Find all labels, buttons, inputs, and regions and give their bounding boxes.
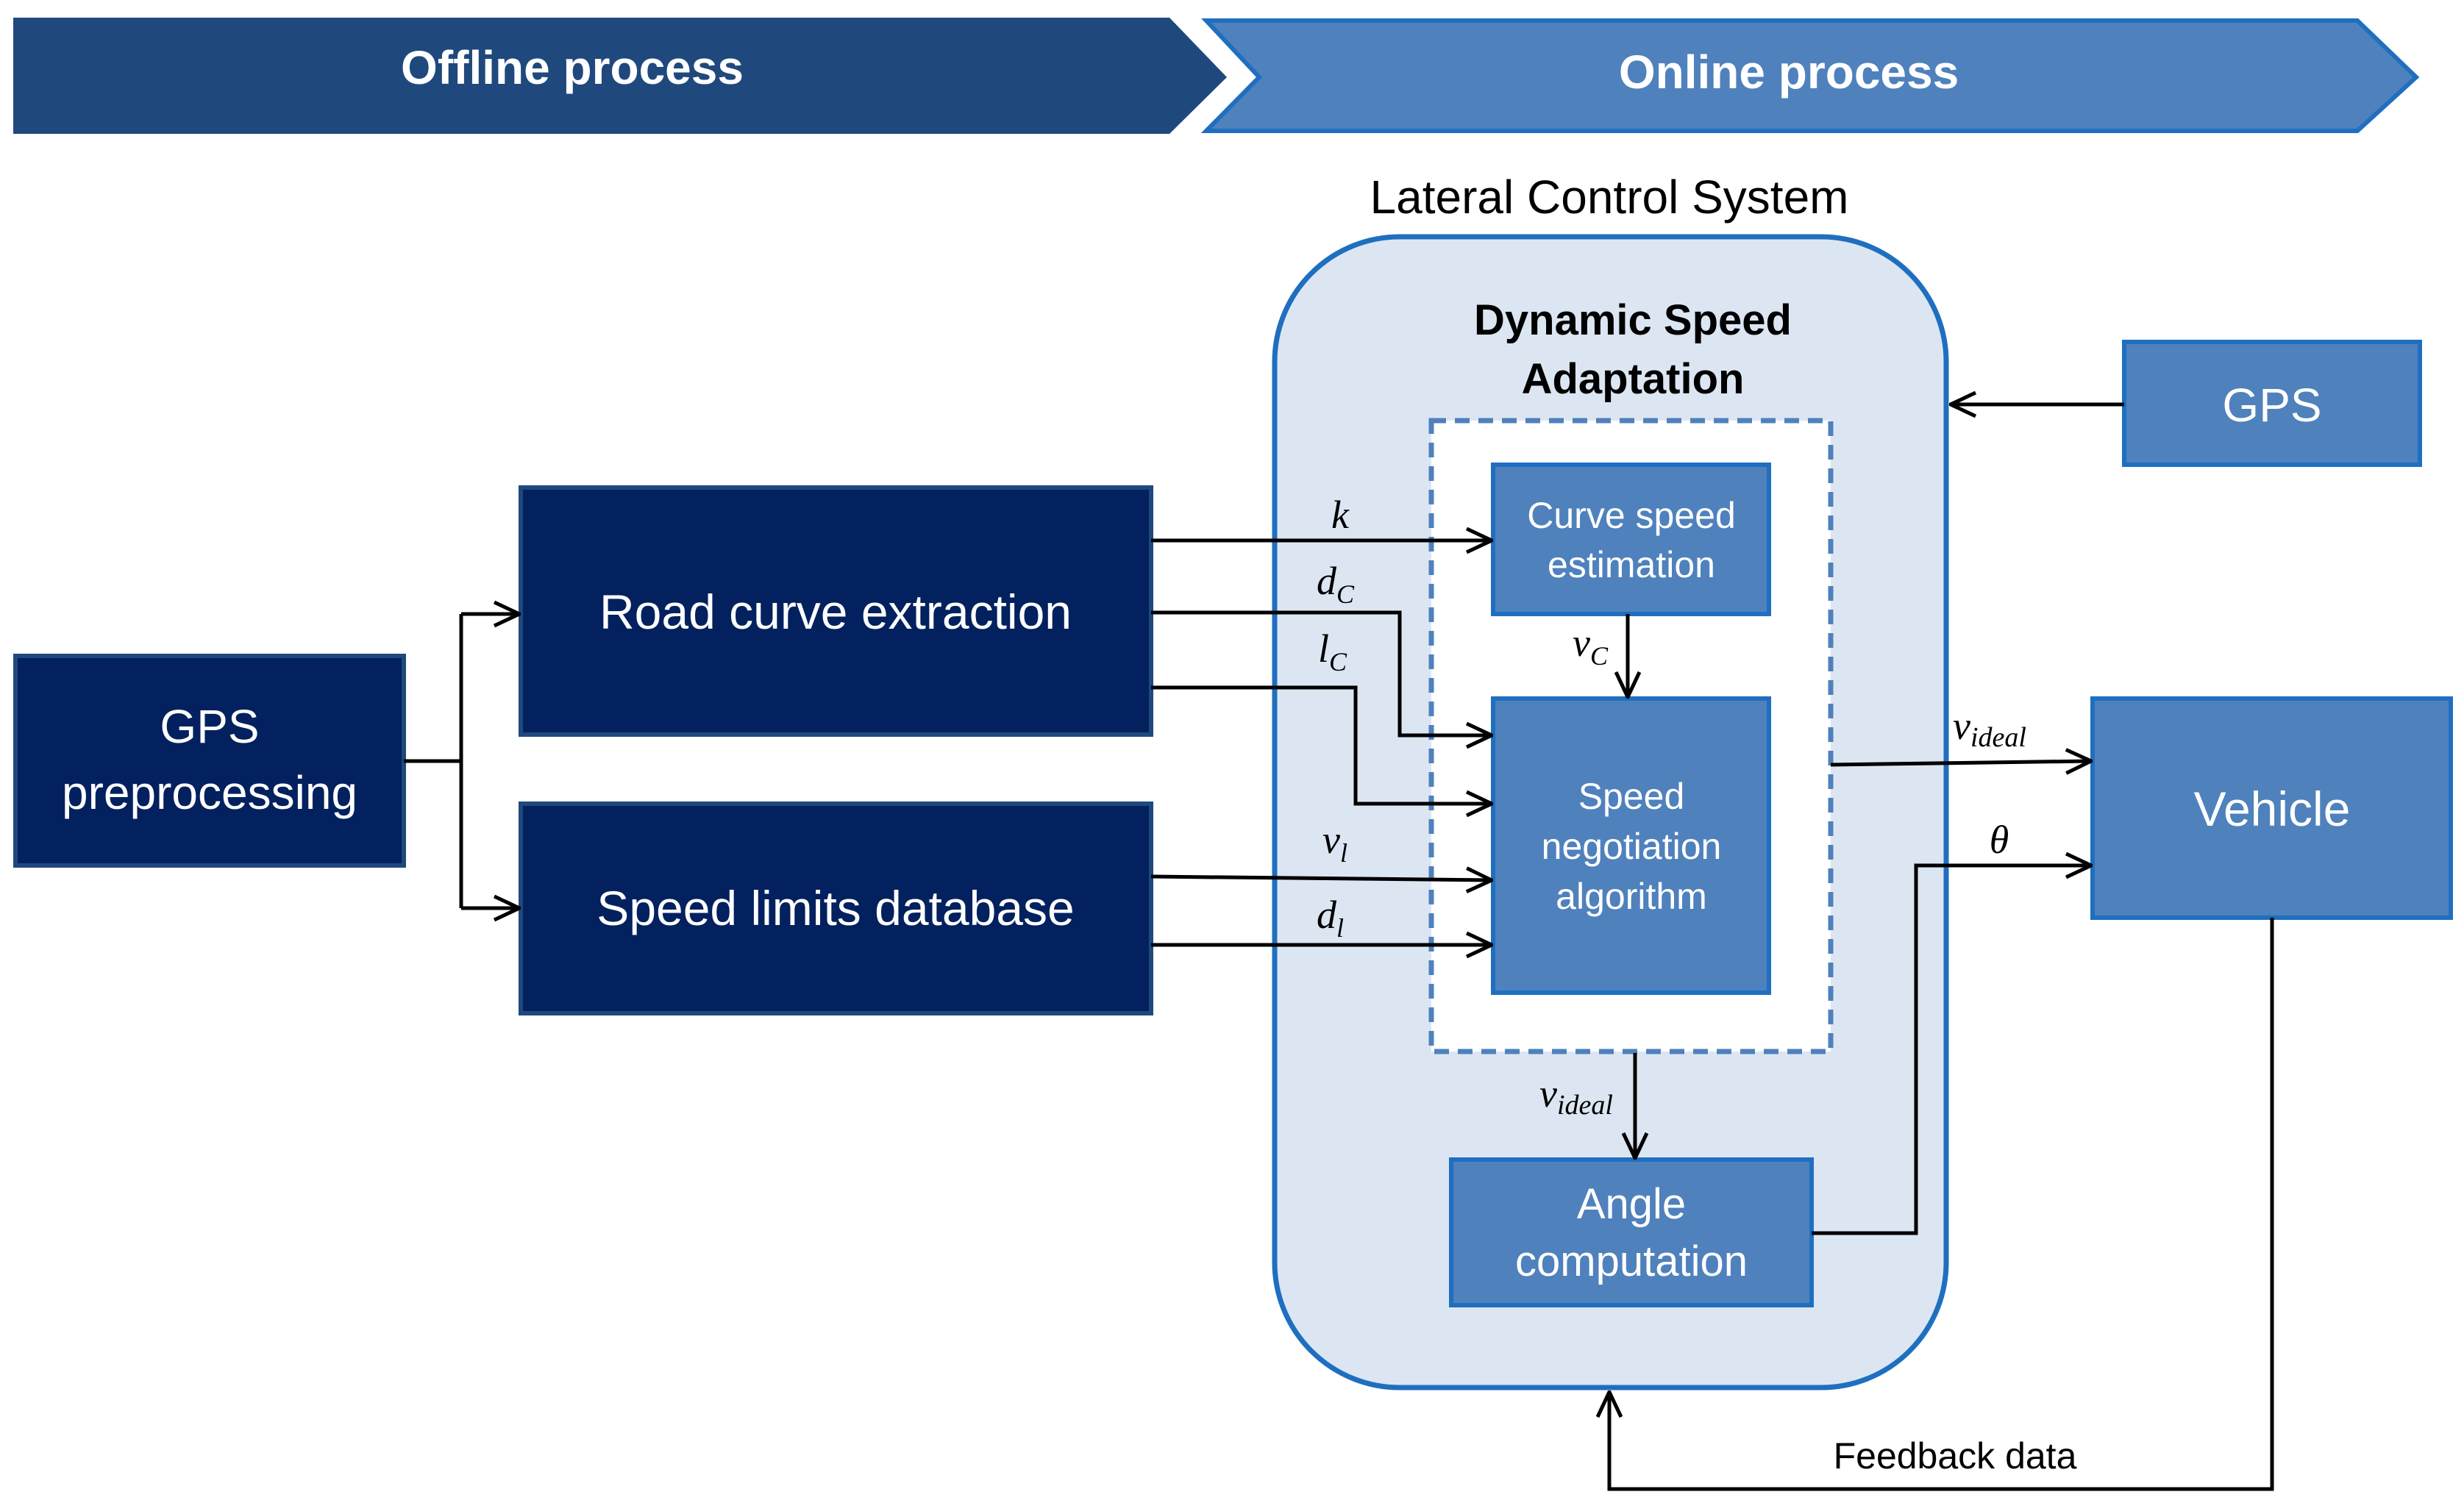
gps-preprocessing-label-line2: preprocessing — [62, 766, 357, 819]
signal-videal-vehicle-base: v — [1953, 704, 1970, 748]
signal-dc: dC — [1317, 559, 1355, 609]
connectors — [404, 404, 2274, 1491]
signal-videal-vehicle-sub: ideal — [1970, 722, 2026, 753]
signal-k: k — [1331, 493, 1350, 537]
feedback-label: Feedback data — [1834, 1435, 2077, 1477]
signal-vl-base: v — [1322, 818, 1340, 862]
vehicle-block — [2090, 696, 2453, 920]
arrow-feedback — [1609, 918, 2274, 1491]
signal-vc-sub: C — [1590, 641, 1609, 671]
speed-negotiation-label-line1: Speed — [1578, 776, 1685, 817]
road-curve-extraction-label: Road curve extraction — [599, 585, 1072, 639]
signal-theta: θ — [1990, 818, 2009, 862]
offline-banner-label: Offline process — [401, 41, 744, 94]
signal-videal-inner-base: v — [1539, 1071, 1557, 1115]
signal-dc-base: d — [1317, 559, 1337, 603]
arrow-theta — [1812, 865, 2091, 1235]
dsa-title-line2: Adaptation — [1522, 355, 1745, 403]
signal-vc: vC — [1573, 621, 1609, 671]
road-curve-extraction-block — [519, 485, 1153, 737]
dsa-title-line1: Dynamic Speed — [1474, 296, 1792, 344]
signal-vc-base: v — [1573, 621, 1590, 665]
curve-speed-label-line2: estimation — [1548, 544, 1715, 585]
signal-dl-sub: l — [1336, 913, 1344, 943]
arrow-videal-vehicle — [1830, 761, 2091, 765]
arrow-dc — [1151, 610, 1492, 735]
speed-negotiation-label-line3: algorithm — [1556, 876, 1707, 917]
angle-computation-label-line2: computation — [1515, 1238, 1748, 1285]
speed-negotiation-block — [1491, 696, 1771, 995]
system-title: Lateral Control System — [1370, 171, 1849, 224]
signal-dl: dl — [1317, 893, 1344, 943]
gps-label: GPS — [2222, 379, 2321, 432]
speed-negotiation-label-line2: negotiation — [1542, 826, 1722, 867]
signal-vl: vl — [1322, 818, 1347, 868]
speed-limits-database-label: Speed limits database — [597, 881, 1074, 935]
curve-speed-estimation-block — [1491, 463, 1771, 616]
speed-limits-database-block — [519, 802, 1153, 1015]
signal-videal-inner: videal — [1539, 1071, 1613, 1121]
online-banner — [1200, 18, 2420, 133]
signal-lc: lC — [1318, 626, 1347, 676]
gps-preprocessing-block — [13, 654, 406, 868]
signal-vl-sub: l — [1340, 838, 1347, 868]
angle-computation-label-line1: Angle — [1577, 1180, 1686, 1228]
curve-speed-label-line1: Curve speed — [1527, 495, 1736, 536]
gps-block — [2122, 340, 2422, 467]
arrow-lc — [1151, 685, 1492, 804]
gps-preprocessing-label-line1: GPS — [160, 700, 259, 753]
signal-lc-base: l — [1318, 626, 1329, 671]
angle-computation-block — [1449, 1157, 1814, 1307]
offline-banner — [13, 18, 1227, 134]
signal-dc-sub: C — [1336, 579, 1355, 609]
vehicle-label: Vehicle — [2194, 782, 2351, 836]
signal-videal-inner-sub: ideal — [1557, 1090, 1613, 1121]
signal-dl-base: d — [1317, 893, 1337, 937]
signal-videal-vehicle: videal — [1953, 704, 2026, 753]
online-banner-label: Online process — [1619, 46, 1959, 99]
signal-lc-sub: C — [1329, 647, 1347, 676]
arrow-vl — [1150, 877, 1492, 880]
